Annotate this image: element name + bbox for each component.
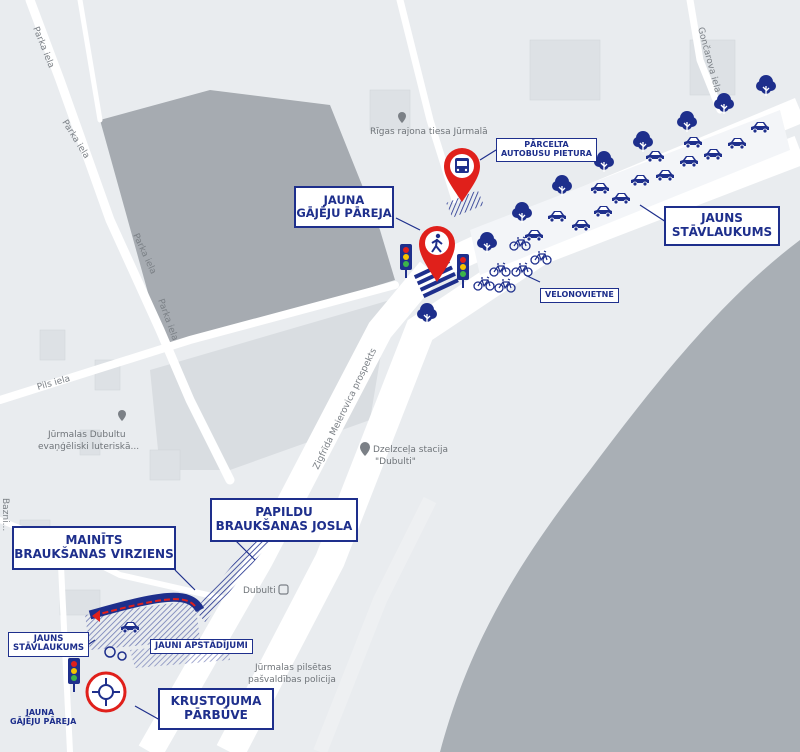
callout-line: JAUNS — [33, 634, 64, 644]
street-label: Bazni... — [0, 498, 10, 531]
callout-intersection: KRUSTOJUMA PĀRBŪVE — [158, 688, 274, 730]
side-road — [313, 496, 437, 752]
poi-pins — [118, 112, 406, 595]
church-label: Jūrmalas Dubultu — [47, 430, 126, 440]
bus-stop-hatch — [446, 190, 484, 218]
callout-extra-lane: PAPILDU BRAUKŠANAS JOSLA — [210, 498, 358, 542]
station-icon — [278, 584, 289, 595]
coastal-road — [216, 135, 800, 752]
flower-icon — [104, 646, 127, 661]
callout-line: PĀRCELTA — [524, 140, 569, 149]
callout-line: GĀJĒJU PĀREJA — [296, 206, 392, 220]
callout-line: AUTOBUSU PIETURA — [501, 148, 592, 158]
court-label: Rīgas rajona tiesa Jūrmalā — [370, 127, 488, 137]
direction-road — [88, 592, 205, 620]
police-label: Jūrmalas pilsētas — [254, 663, 332, 673]
dubulti-label: Dubulti — [243, 586, 276, 596]
callout-small-crossing: JAUNA GĀJĒJU PĀREJA — [10, 708, 77, 727]
callout-bus-stop: PĀRCELTA AUTOBUSU PIETURA — [496, 138, 597, 162]
pin-icon — [398, 112, 406, 123]
callout-line: STĀVLAUKUMS — [13, 643, 85, 654]
pedestrian-marker-icon — [419, 226, 455, 282]
callout-line: GĀJĒJU PĀREJA — [10, 717, 77, 727]
pin-icon — [360, 442, 370, 456]
station-label: "Dubulti" — [375, 457, 416, 467]
callout-line: MAINĪTS — [65, 533, 123, 548]
callout-small-parking: JAUNS STĀVLAUKUMS — [8, 632, 90, 657]
callout-line: KRUSTOJUMA — [170, 694, 262, 709]
callout-line: JAUNA — [323, 192, 365, 207]
callout-line: BRAUKŠANAS JOSLA — [215, 519, 353, 533]
church-label: evaņģēliski luteriskā... — [38, 442, 139, 452]
direction-arrow — [91, 598, 196, 617]
callout-line: JAUNS — [701, 211, 743, 226]
callout-line: STĀVLAUKUMS — [671, 225, 773, 239]
roundabout-icon — [85, 671, 127, 713]
callout-bike-parking: VELONOVIETNE — [540, 288, 619, 303]
callout-new-plants: JAUNI APSTĀDĪJUMI — [150, 639, 253, 655]
extra-lane-hatch — [195, 520, 280, 622]
callout-line: PAPILDU — [255, 505, 313, 520]
callout-changed-direction: MAINĪTS BRAUKŠANAS VIRZIENS — [12, 526, 176, 570]
bus-marker-icon — [444, 148, 480, 202]
river-water — [440, 240, 800, 752]
callout-line: PĀRBŪVE — [184, 708, 248, 722]
callout-new-crossing: JAUNA GĀJĒJU PĀREJA — [294, 186, 394, 228]
station-label: Dzelzceļa stacija — [373, 445, 448, 455]
callout-line: JAUNA — [25, 708, 55, 717]
park-area — [100, 90, 395, 350]
police-label: pašvaldības policija — [248, 674, 336, 685]
pin-icon — [118, 410, 126, 421]
callout-new-parking: JAUNS STĀVLAUKUMS — [664, 206, 780, 246]
callout-line: BRAUKŠANAS VIRZIENS — [14, 547, 174, 561]
arrow-head — [92, 610, 100, 622]
